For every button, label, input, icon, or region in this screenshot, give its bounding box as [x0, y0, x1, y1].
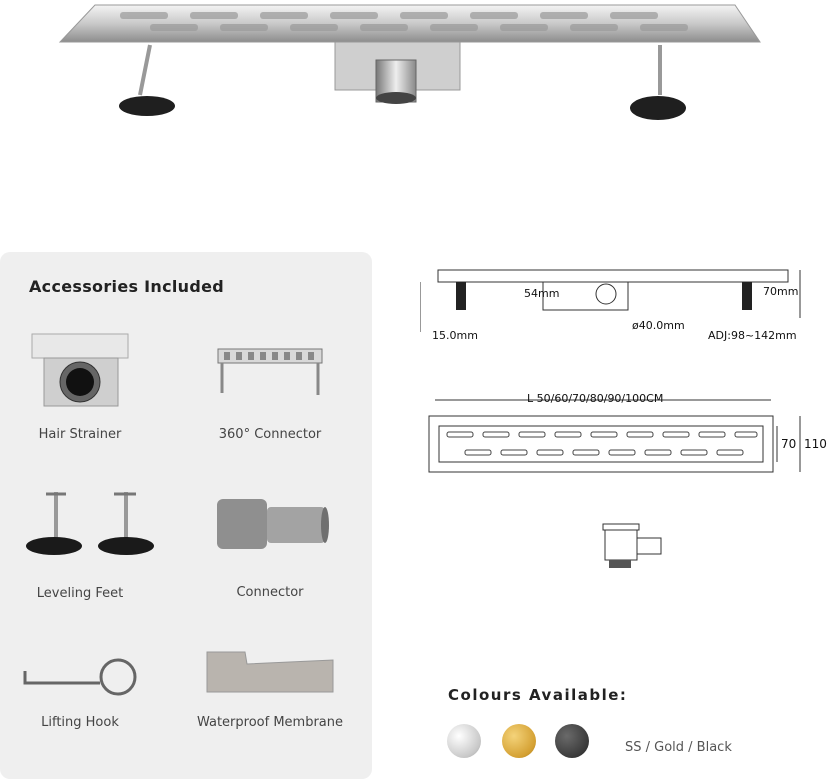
lifting-hook-icon — [23, 658, 137, 696]
swatch-gold[interactable] — [502, 724, 536, 758]
dim-adj: ADJ:98~142mm — [708, 329, 797, 342]
connector-360-icon — [217, 348, 323, 395]
swatch-black[interactable] — [555, 724, 589, 758]
membrane-icon — [206, 651, 334, 693]
swatch-ss[interactable] — [447, 724, 481, 758]
dim-inner-width: 70 — [781, 437, 797, 451]
colours-options-text: SS / Gold / Black — [625, 740, 732, 755]
hair-strainer-icon — [31, 333, 129, 407]
top-view-diagram — [428, 399, 801, 473]
colours-title: Colours Available: — [448, 686, 628, 704]
dim-15mm: 15.0mm — [432, 329, 478, 342]
hair-strainer-label: Hair Strainer — [38, 427, 122, 442]
membrane-label: Waterproof Membrane — [196, 715, 344, 730]
end-view-diagram — [602, 523, 662, 568]
dim-length: L 50/60/70/80/90/100CM — [527, 392, 664, 405]
dim-70mm: 70mm — [763, 285, 799, 298]
lifting-hook-label: Lifting Hook — [41, 715, 119, 730]
dim-outlet: ø40.0mm — [632, 319, 685, 332]
dim-outer-width: 110 — [804, 437, 827, 451]
leveling-feet-icon — [26, 492, 154, 555]
dim-54mm: 54mm — [524, 287, 560, 300]
side-view-diagram — [420, 269, 801, 332]
leveling-feet-label: Leveling Feet — [36, 586, 124, 601]
connector-360-label: 360° Connector — [218, 427, 322, 442]
accessories-title: Accessories Included — [29, 277, 225, 296]
connector-pipe-icon — [217, 499, 329, 549]
product-drain-image — [58, 4, 761, 120]
connector-label: Connector — [236, 585, 304, 600]
